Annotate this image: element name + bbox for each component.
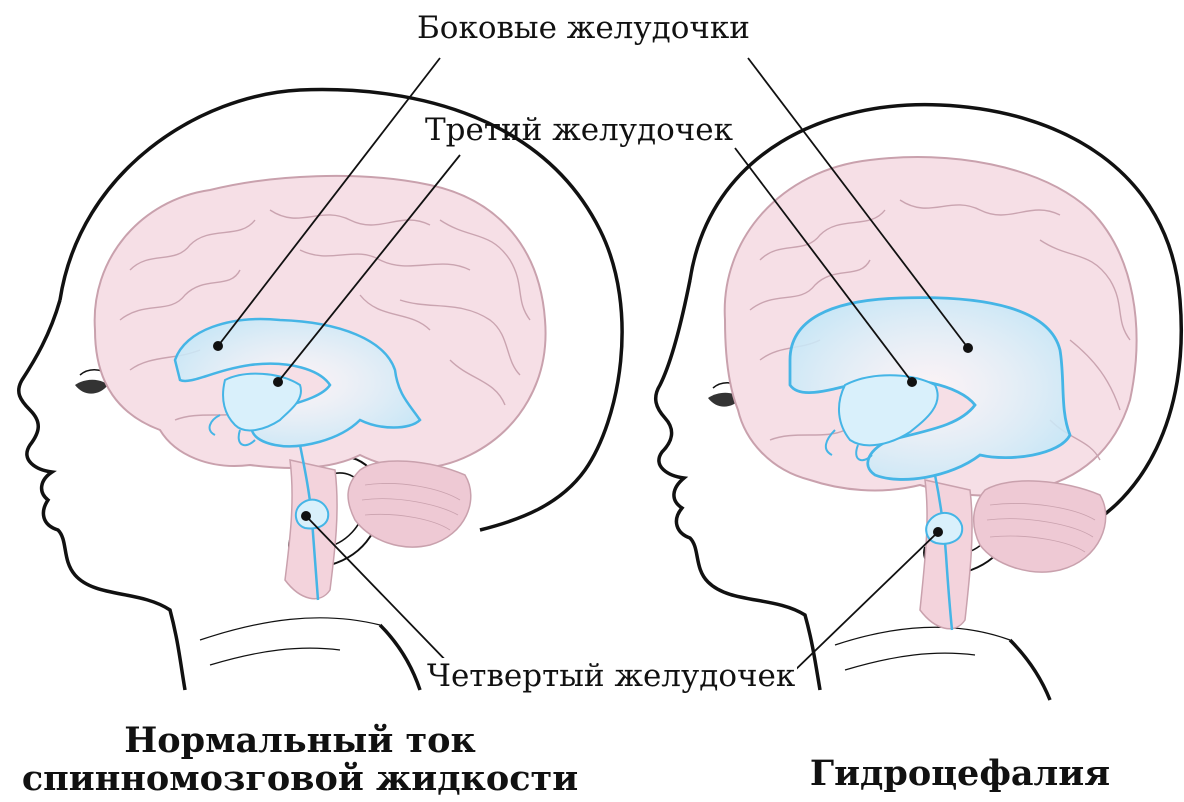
- normal-head: [19, 90, 622, 690]
- caption-normal: Нормальный ток спинномозговой жидкости: [20, 722, 580, 798]
- label-lateral-ventricles: Боковые желудочки: [417, 10, 750, 46]
- normal-fourth-ventricle: [296, 500, 328, 529]
- caption-hydrocephalus: Гидроцефалия: [770, 755, 1150, 793]
- normal-neck-back: [380, 625, 420, 690]
- hydro-head: [656, 105, 1182, 700]
- hydro-cerebellum: [974, 481, 1106, 572]
- hydro-neck-back: [1010, 640, 1050, 700]
- normal-cerebellum: [348, 461, 471, 547]
- label-third-ventricle: Третий желудочек: [425, 112, 733, 148]
- caption-normal-line1: Нормальный ток: [20, 722, 580, 760]
- caption-normal-line2: спинномозговой жидкости: [20, 760, 580, 798]
- label-fourth-ventricle: Четвертый желудочек: [425, 658, 797, 694]
